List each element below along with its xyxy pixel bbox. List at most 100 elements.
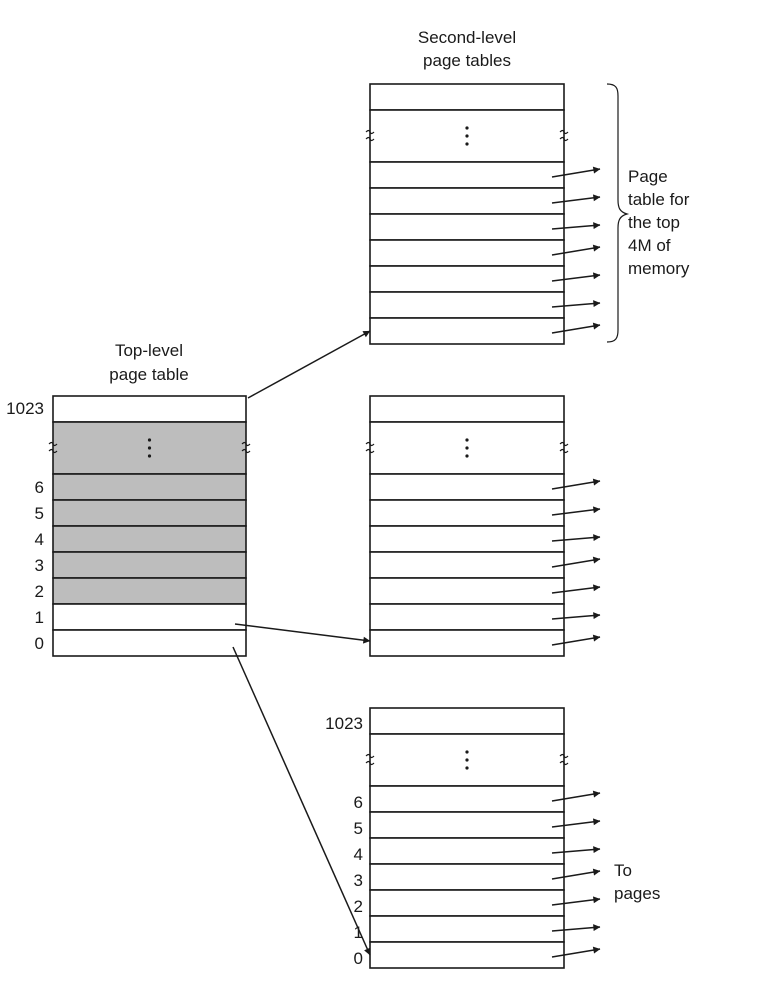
- bottom-second-table-row-1: [369, 915, 565, 943]
- bottom-second-table-row-2: [369, 889, 565, 917]
- pointer-arrow-1-to-middle-table: [234, 623, 371, 644]
- page-arrow-table1-row1: [551, 612, 601, 620]
- page-arrow-table0-row6: [551, 166, 601, 178]
- middle-second-table-break-left-icon: [365, 441, 375, 454]
- top-second-table-row-1: [369, 291, 565, 319]
- page-arrow-table1-row0: [551, 634, 601, 646]
- brace-label-line-2: table for: [628, 190, 690, 209]
- top-level-table-break-left-icon: [48, 441, 58, 454]
- page-arrow-table2-row6: [551, 790, 601, 802]
- top-level-title-line-2: page table: [109, 365, 188, 384]
- second-level-title-line-2: page tables: [423, 51, 511, 70]
- top-table-label-5: 5: [35, 504, 44, 523]
- middle-second-table-ellipsis-icon: [465, 438, 469, 458]
- top-level-table-ellipsis-icon: [147, 438, 152, 458]
- top-second-table-break-left-icon: [365, 129, 375, 142]
- middle-second-table-row-6: [369, 473, 565, 501]
- top-table-label-2: 2: [35, 582, 44, 601]
- bottom-table-label-1: 1: [354, 923, 363, 942]
- page-arrow-table2-row5: [551, 818, 601, 828]
- top-second-table-row-0: [369, 317, 565, 345]
- top-level-table-break-right-icon: [241, 441, 251, 454]
- bottom-second-table-ellipsis-icon: [465, 750, 469, 770]
- top-level-table-row-1: [52, 603, 247, 631]
- bottom-second-table-row-4: [369, 837, 565, 865]
- page-arrow-table1-row2: [551, 584, 601, 594]
- middle-second-table-row-5: [369, 499, 565, 527]
- second-level-table-top-4m: [365, 83, 569, 345]
- bottom-table-label-0: 0: [354, 949, 363, 968]
- page-arrow-table0-row4: [551, 222, 601, 230]
- top-table-label-0: 0: [35, 634, 44, 653]
- brace-label-line-5: memory: [628, 259, 690, 278]
- brace-label-line-4: 4M of: [628, 236, 671, 255]
- top-second-table-row-6: [369, 161, 565, 189]
- top-level-table-row-2: [52, 577, 247, 605]
- page-arrow-table2-row1: [551, 924, 601, 932]
- page-arrow-table0-row0: [551, 322, 601, 334]
- middle-second-table-row-3: [369, 551, 565, 579]
- top-second-table-row-5: [369, 187, 565, 215]
- top-second-table-break-right-icon: [559, 129, 569, 142]
- top-table-label-1023: 1023: [6, 399, 44, 418]
- second-level-table-middle: [365, 395, 569, 657]
- page-arrow-table2-row2: [551, 896, 601, 906]
- top-table-label-4: 4: [35, 530, 44, 549]
- top-level-table-row-4: [52, 525, 247, 553]
- bottom-table-label-1023: 1023: [325, 714, 363, 733]
- curly-brace: [606, 83, 630, 343]
- page-arrow-table2-row4: [551, 846, 601, 854]
- page-arrow-table1-row4: [551, 534, 601, 542]
- page-arrow-table1-row6: [551, 478, 601, 490]
- top-level-page-table: [48, 395, 251, 657]
- bottom-table-label-6: 6: [354, 793, 363, 812]
- middle-second-table-break-right-icon: [559, 441, 569, 454]
- top-level-table-row-6: [52, 473, 247, 501]
- pointer-arrow-0-to-bottom-table: [232, 646, 371, 956]
- top-second-table-ellipsis-icon: [465, 126, 469, 146]
- top-level-table-row-top: [52, 395, 247, 423]
- middle-second-table-row-top: [369, 395, 565, 423]
- page-arrow-table0-row1: [551, 300, 601, 308]
- bottom-second-table-break-left-icon: [365, 753, 375, 766]
- bottom-second-table-row-top: [369, 707, 565, 735]
- middle-second-table-row-4: [369, 525, 565, 553]
- page-arrow-table0-row2: [551, 272, 601, 282]
- top-table-label-1: 1: [35, 608, 44, 627]
- bottom-second-table-row-0: [369, 941, 565, 969]
- page-arrow-table0-row3: [551, 244, 601, 256]
- brace-label-line-1: Page: [628, 167, 668, 186]
- top-level-table-row-5: [52, 499, 247, 527]
- pointer-arrow-1023-to-top-table: [247, 330, 371, 399]
- bottom-table-label-5: 5: [354, 819, 363, 838]
- page-arrow-table1-row3: [551, 556, 601, 568]
- top-second-table-row-3: [369, 239, 565, 267]
- bottom-second-table-row-5: [369, 811, 565, 839]
- second-level-title-line-1: Second-level: [418, 28, 516, 47]
- bottom-table-label-4: 4: [354, 845, 363, 864]
- top-table-label-3: 3: [35, 556, 44, 575]
- top-second-table-row-2: [369, 265, 565, 293]
- bottom-second-table-row-3: [369, 863, 565, 891]
- top-second-table-row-4: [369, 213, 565, 241]
- bottom-table-label-2: 2: [354, 897, 363, 916]
- brace-label-line-3: the top: [628, 213, 680, 232]
- to-pages-label-line-2: pages: [614, 884, 660, 903]
- bottom-second-table-row-6: [369, 785, 565, 813]
- page-arrow-table2-row3: [551, 868, 601, 880]
- middle-second-table-row-0: [369, 629, 565, 657]
- top-level-table-row-0: [52, 629, 247, 657]
- outgoing-page-arrows: [551, 166, 601, 958]
- bottom-table-label-3: 3: [354, 871, 363, 890]
- middle-second-table-row-1: [369, 603, 565, 631]
- bottom-second-table-break-right-icon: [559, 753, 569, 766]
- page-arrow-table2-row0: [551, 946, 601, 958]
- top-level-title-line-1: Top-level: [115, 341, 183, 360]
- page-arrow-table0-row5: [551, 194, 601, 204]
- to-pages-label-line-1: To: [614, 861, 632, 880]
- top-table-label-6: 6: [35, 478, 44, 497]
- top-second-table-row-top: [369, 83, 565, 111]
- middle-second-table-row-2: [369, 577, 565, 605]
- page-arrow-table1-row5: [551, 506, 601, 516]
